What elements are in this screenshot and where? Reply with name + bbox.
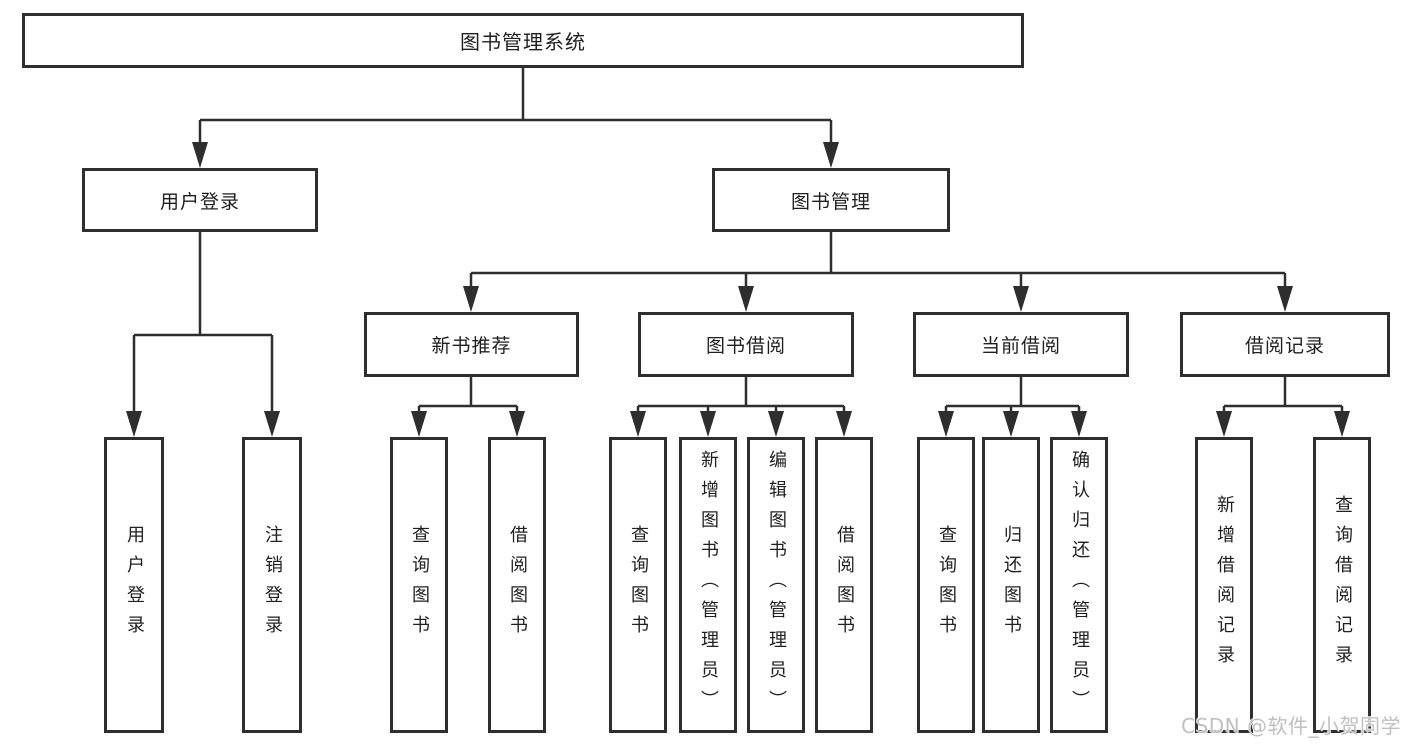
node-logout: 注销登录 — [242, 437, 302, 733]
node-library-management-system: 图书管理系统 — [22, 13, 1024, 68]
node-label: 注销登录 — [262, 525, 283, 645]
node-label: 借阅图书 — [507, 525, 528, 645]
node-label: 图书借阅 — [705, 335, 786, 357]
node-book-management: 图书管理 — [712, 168, 950, 232]
node-label: 用户登录 — [124, 525, 145, 645]
node-label: 借阅图书 — [834, 525, 855, 645]
node-user-login-leaf: 用户登录 — [104, 437, 164, 733]
node-label: 查询图书 — [409, 525, 430, 645]
node-borrow-book: 借阅图书 — [488, 437, 546, 733]
node-label: 新增借阅记录 — [1214, 495, 1235, 675]
node-edit-book-admin: 编辑图书（管理员） — [747, 437, 805, 733]
node-label: 确认归还（管理员） — [1069, 450, 1090, 720]
node-book-borrowing: 图书借阅 — [638, 312, 854, 377]
arrowheads — [126, 142, 1350, 437]
node-label: 当前借阅 — [980, 335, 1061, 357]
node-label: 编辑图书（管理员） — [766, 450, 787, 720]
node-new-book-recommendation: 新书推荐 — [364, 312, 579, 377]
node-return-book: 归还图书 — [982, 437, 1040, 733]
node-query-borrow-record: 查询借阅记录 — [1313, 437, 1371, 733]
node-query-book: 查询图书 — [390, 437, 448, 733]
node-label: 用户登录 — [159, 190, 240, 213]
csdn-watermark: CSDN @软件_小贺同学 — [1181, 714, 1401, 738]
node-current-borrowing: 当前借阅 — [913, 312, 1129, 377]
node-confirm-return-admin: 确认归还（管理员） — [1050, 437, 1108, 733]
node-query-book: 查询图书 — [917, 437, 975, 733]
node-query-book: 查询图书 — [609, 437, 667, 733]
node-label: 查询图书 — [936, 525, 957, 645]
node-add-book-admin: 新增图书（管理员） — [679, 437, 737, 733]
node-label: 新书推荐 — [431, 335, 512, 357]
node-label: 图书管理 — [790, 190, 871, 213]
node-label: 查询借阅记录 — [1332, 495, 1353, 675]
node-label: 图书管理系统 — [460, 30, 586, 54]
node-label: 新增图书（管理员） — [698, 450, 719, 720]
node-add-borrow-record: 新增借阅记录 — [1195, 437, 1253, 733]
node-borrowing-records: 借阅记录 — [1180, 312, 1390, 377]
node-label: 归还图书 — [1001, 525, 1022, 645]
node-label: 查询图书 — [628, 525, 649, 645]
node-borrow-book: 借阅图书 — [815, 437, 873, 733]
node-label: 借阅记录 — [1244, 335, 1325, 357]
node-user-login: 用户登录 — [82, 168, 318, 232]
